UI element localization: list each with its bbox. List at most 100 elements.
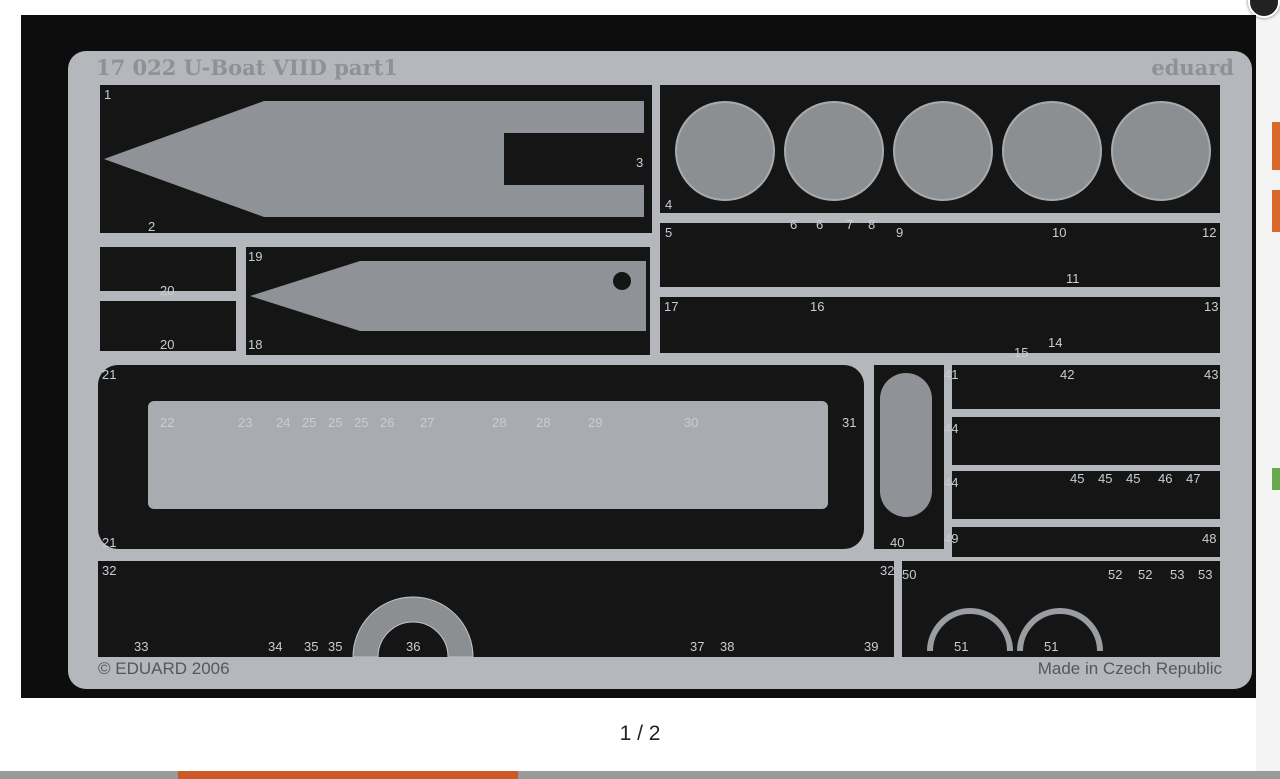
part-number: 49 — [944, 531, 959, 546]
background-accent — [1272, 468, 1280, 490]
part-number: 46 — [1158, 471, 1173, 486]
part-number: 19 — [248, 249, 263, 264]
part-number: 41 — [944, 367, 959, 382]
part-number: 21 — [102, 367, 117, 382]
part-number: 7 — [846, 217, 854, 232]
part-number: 31 — [842, 415, 857, 430]
part-number: 16 — [810, 299, 825, 314]
part-51 — [927, 608, 1103, 651]
fret-copyright: © EDUARD 2006 — [98, 659, 230, 678]
deck-part-19 — [250, 261, 646, 331]
part-number: 6 — [790, 217, 798, 232]
part-number: 8 — [868, 217, 876, 232]
part-number: 53 — [1198, 567, 1213, 582]
part-number: 12 — [1202, 225, 1217, 240]
part-number: 13 — [1204, 299, 1219, 314]
part-number: 32 — [102, 563, 117, 578]
part-number: 40 — [890, 535, 905, 550]
part-number: 24 — [276, 415, 291, 430]
part-number: 10 — [1052, 225, 1067, 240]
background-page-footer-accent — [178, 771, 518, 779]
part-number: 44 — [944, 475, 959, 490]
cutout-frame — [952, 365, 1220, 409]
part-number: 23 — [238, 415, 253, 430]
cutout-frame — [100, 247, 236, 291]
part-number: 51 — [954, 639, 969, 654]
part-number: 34 — [268, 639, 283, 654]
part-number: 6 — [816, 217, 824, 232]
part-number: 2 — [148, 219, 156, 234]
part-number: 14 — [1048, 335, 1063, 350]
part-number: 50 — [902, 567, 917, 582]
part-number: 42 — [1060, 367, 1075, 382]
part-number: 45 — [1070, 471, 1085, 486]
part-number: 32 — [880, 563, 895, 578]
part-number: 4 — [665, 197, 673, 212]
fret-title: 17 022 U-Boat VIID part1 — [96, 55, 398, 80]
part-number: 36 — [406, 639, 421, 654]
part-number: 27 — [420, 415, 435, 430]
part-number: 20 — [160, 283, 175, 298]
disc-part — [1002, 101, 1102, 201]
part-number: 11 — [1066, 271, 1080, 286]
part-number: 33 — [134, 639, 149, 654]
part-number: 25 — [302, 415, 317, 430]
part-number: 45 — [1126, 471, 1141, 486]
cutout-frame — [98, 561, 894, 657]
part-number: 38 — [720, 639, 735, 654]
image-counter: 1 / 2 — [619, 722, 661, 745]
disc-part — [1111, 101, 1211, 201]
part-number: 35 — [328, 639, 343, 654]
lightbox-image[interactable]: 17 022 U-Boat VIID part1 eduard — [21, 15, 1256, 698]
disc-part — [784, 101, 884, 201]
cutout-frame — [952, 471, 1220, 519]
part-number: 48 — [1202, 531, 1217, 546]
part-number: 15 — [1014, 345, 1029, 360]
photo-etch-fret: 17 022 U-Boat VIID part1 eduard — [68, 51, 1252, 689]
part-number: 20 — [160, 337, 175, 352]
part-number: 52 — [1108, 567, 1123, 582]
part-number: 53 — [1170, 567, 1185, 582]
part-number: 52 — [1138, 567, 1153, 582]
part-number: 17 — [664, 299, 679, 314]
part-40 — [880, 373, 932, 517]
background-page-footer — [0, 771, 1280, 779]
cutout-frame — [100, 301, 236, 351]
disc-part — [893, 101, 993, 201]
part-strip — [148, 401, 828, 509]
fret-brand: eduard — [1151, 55, 1234, 80]
part-number: 9 — [896, 225, 904, 240]
part-number: 44 — [944, 421, 959, 436]
part-number: 1 — [104, 87, 112, 102]
cutout-frame — [660, 297, 1220, 353]
part-number: 21 — [102, 535, 117, 550]
part-number: 3 — [636, 155, 644, 170]
part-number: 51 — [1044, 639, 1059, 654]
part-number: 29 — [588, 415, 603, 430]
part-number: 43 — [1204, 367, 1219, 382]
fret-origin: Made in Czech Republic — [1037, 659, 1222, 678]
part-number: 26 — [380, 415, 395, 430]
part-number: 39 — [864, 639, 879, 654]
part-36 — [352, 596, 474, 657]
cutout-frame — [952, 417, 1220, 465]
background-page-sidebar — [1256, 0, 1280, 779]
part-number: 45 — [1098, 471, 1113, 486]
part-number: 22 — [160, 415, 175, 430]
part-number: 5 — [665, 225, 673, 240]
disc-part — [675, 101, 775, 201]
cutout-frame — [952, 527, 1220, 557]
cutout-frame — [660, 223, 1220, 287]
background-accent — [1272, 122, 1280, 170]
part-number: 35 — [304, 639, 319, 654]
part-number: 37 — [690, 639, 705, 654]
part-number: 25 — [328, 415, 343, 430]
part-number: 28 — [536, 415, 551, 430]
part-number: 18 — [248, 337, 263, 352]
part-number: 28 — [492, 415, 507, 430]
background-accent — [1272, 190, 1280, 232]
part-number: 47 — [1186, 471, 1201, 486]
part-number: 25 — [354, 415, 369, 430]
part-number: 30 — [684, 415, 699, 430]
deck-part-1 — [104, 101, 644, 217]
